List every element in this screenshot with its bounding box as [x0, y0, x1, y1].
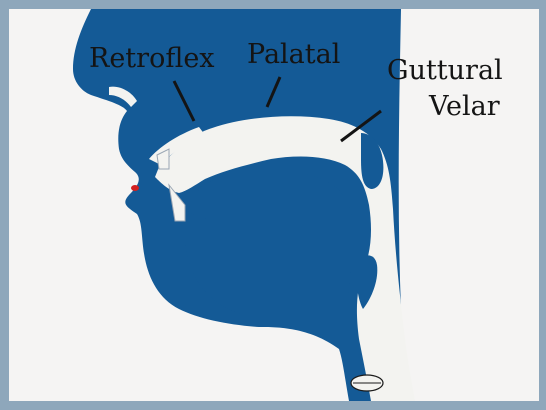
palatal-pointer — [265, 76, 282, 108]
upper-teeth — [156, 148, 170, 170]
velar-pointer — [340, 109, 382, 143]
nostril — [109, 86, 137, 107]
lip-mark — [131, 185, 139, 191]
velar-label: Velar — [429, 91, 500, 122]
vocal-tract-airway — [155, 116, 415, 401]
tongue-tip — [177, 189, 225, 220]
retroflex-label: Retroflex — [89, 43, 215, 74]
diagram-panel: Retroflex Palatal Guttural Velar — [9, 9, 539, 401]
lower-teeth — [168, 183, 186, 222]
soft-palate — [361, 133, 384, 189]
guttural-label: Guttural — [387, 55, 503, 86]
vocal-tract-diagram — [73, 9, 415, 401]
tongue — [184, 170, 354, 320]
epiglottis — [356, 255, 378, 309]
retroflex-pointer — [172, 80, 196, 122]
palatal-label: Palatal — [247, 39, 341, 70]
